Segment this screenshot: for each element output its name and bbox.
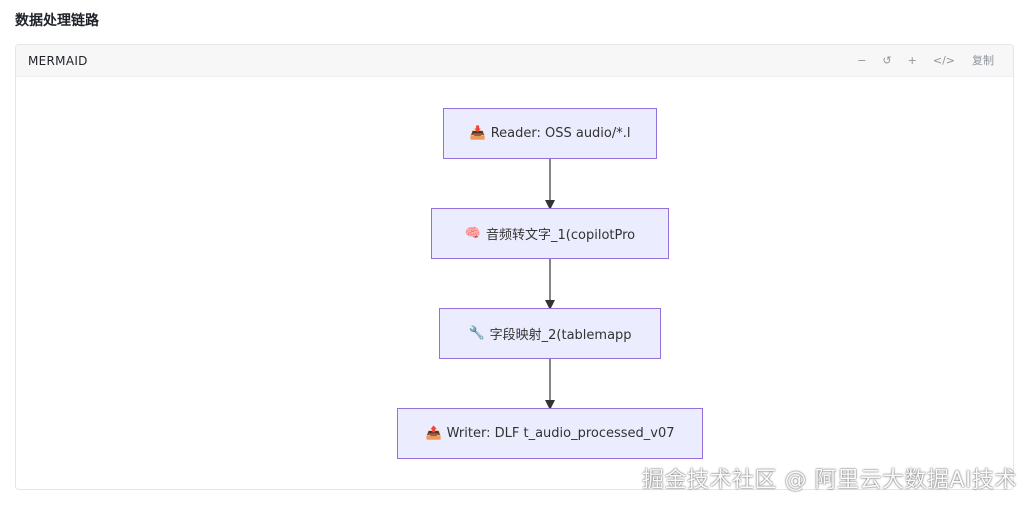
flowchart: 📥 Reader: OSS audio/*.l 🧠 音频转文字_1(copilo…	[16, 77, 1013, 489]
node-label: 字段映射_2(tablemapp	[489, 328, 632, 343]
node-reader[interactable]: 📥 Reader: OSS audio/*.l	[443, 108, 657, 159]
panel-label: MERMAID	[28, 53, 88, 68]
view-code-button[interactable]: </>	[932, 53, 955, 67]
copy-button[interactable]: 复制	[972, 53, 994, 67]
mermaid-panel: MERMAID − ↺ + </> 复制 📥	[15, 44, 1014, 490]
outbox-tray-icon: 📤	[425, 426, 442, 441]
section-title: 数据处理链路	[15, 13, 99, 29]
diagram-toolbar: − ↺ + </> 复制	[849, 53, 994, 69]
watermark: 掘金技术社区 @ 阿里云大数据AI技术	[641, 468, 1017, 493]
panel-header: MERMAID − ↺ + </> 复制	[16, 45, 1013, 77]
zoom-out-button[interactable]: −	[857, 53, 867, 67]
zoom-in-button[interactable]: +	[907, 53, 917, 67]
node-label: Reader: OSS audio/*.l	[490, 126, 631, 141]
wrench-icon: 🔧	[468, 326, 485, 341]
node-audio-to-text[interactable]: 🧠 音频转文字_1(copilotPro	[431, 208, 669, 259]
brain-icon: 🧠	[464, 226, 482, 241]
node-label: 音频转文字_1(copilotPro	[486, 228, 636, 243]
node-writer[interactable]: 📤 Writer: DLF t_audio_processed_v07	[397, 408, 703, 459]
node-field-mapping[interactable]: 🔧 字段映射_2(tablemapp	[439, 308, 661, 359]
inbox-tray-icon: 📥	[469, 126, 486, 141]
reset-zoom-button[interactable]: ↺	[882, 53, 892, 67]
node-label: Writer: DLF t_audio_processed_v07	[446, 426, 675, 441]
flowchart-edges	[545, 159, 555, 410]
